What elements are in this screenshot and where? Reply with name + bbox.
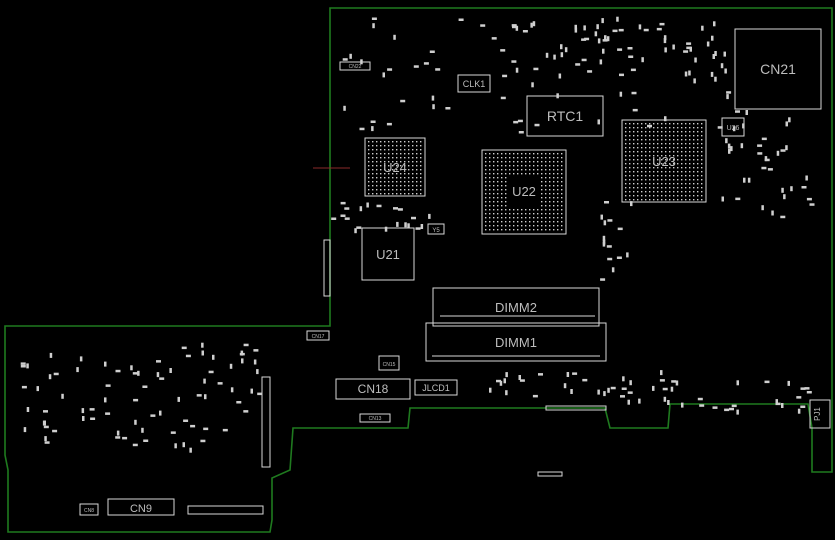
cn15-label: CN15: [383, 362, 396, 368]
cn22-label: CN22: [349, 64, 362, 70]
lower-edge-strip: [545, 405, 607, 411]
u22-label: U22: [512, 184, 536, 199]
u22-chip[interactable]: U22: [481, 149, 567, 235]
cn15-connector[interactable]: CN15: [378, 355, 400, 371]
rtc1-component[interactable]: RTC1: [526, 95, 604, 137]
cn9-label: CN9: [130, 503, 152, 515]
board-outline: [4, 7, 833, 533]
cn9-connector[interactable]: CN9: [107, 498, 175, 516]
u24-chip[interactable]: U24: [364, 137, 426, 197]
cn8-label: CN8: [84, 508, 94, 514]
cn21-component[interactable]: CN21: [734, 28, 822, 110]
cn22-connector[interactable]: CN22: [339, 61, 371, 71]
u24-label: U24: [383, 160, 407, 175]
cn13-connector[interactable]: CN13: [359, 413, 391, 423]
u23-label: U23: [652, 154, 676, 169]
pj1-label: PJ1: [813, 407, 822, 421]
jlcd1-label: JLCD1: [422, 383, 450, 393]
u21-chip[interactable]: U21: [361, 227, 415, 281]
pj1-power-jack[interactable]: PJ1: [809, 399, 831, 429]
clk1-component[interactable]: CLK1: [457, 74, 491, 93]
dimm2-label: DIMM2: [495, 300, 537, 315]
cn13-label: CN13: [369, 416, 382, 422]
jlcd1-connector[interactable]: JLCD1: [414, 379, 458, 396]
cn18-label: CN18: [358, 382, 389, 396]
edge-connector-strip: [323, 239, 331, 297]
u21-label: U21: [376, 247, 400, 262]
dimm2-slot[interactable]: DIMM2: [432, 287, 600, 327]
cn18-connector[interactable]: CN18: [335, 378, 411, 400]
rtc1-label: RTC1: [547, 108, 584, 124]
y5-label: Y5: [432, 228, 440, 234]
dimm1-slot[interactable]: DIMM1: [425, 322, 607, 362]
side-connector-strip: [261, 376, 271, 468]
cn17-connector[interactable]: CN17: [306, 330, 330, 341]
bottom-connector-strip: [187, 505, 264, 515]
clk1-label: CLK1: [463, 79, 486, 89]
cn17-label: CN17: [312, 334, 325, 340]
y5-crystal[interactable]: Y5: [427, 223, 445, 235]
passive-components: [20, 16, 815, 453]
dimm1-label: DIMM1: [495, 335, 537, 350]
u23-chip[interactable]: U23: [621, 119, 707, 203]
cn8-connector[interactable]: CN8: [79, 503, 99, 516]
small-pad-strip: [537, 471, 563, 477]
cn21-label: CN21: [760, 61, 796, 77]
